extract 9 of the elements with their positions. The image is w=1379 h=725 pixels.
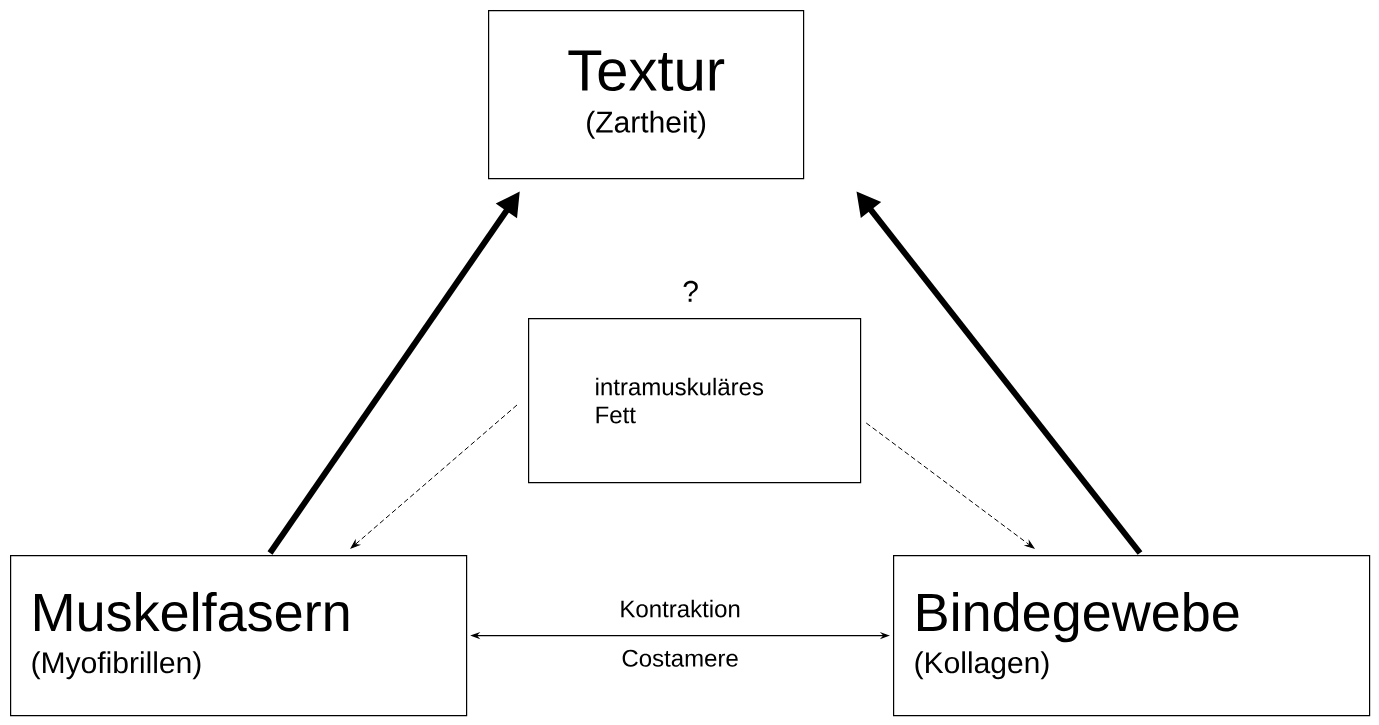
question-mark: ? (683, 280, 698, 302)
arrow (865, 422, 1035, 549)
arrow (350, 404, 518, 549)
text-box: Bindegewebe (Kollagen) (893, 555, 1371, 717)
text-label: Costamere (622, 649, 738, 667)
edge-label: Kontraktion (621, 599, 740, 618)
text-box: intramuskuläres Fett (528, 318, 862, 484)
text-box: Muskelfasern (Myofibrillen) (10, 555, 468, 717)
text-box: Textur (Zartheit) (488, 10, 805, 180)
